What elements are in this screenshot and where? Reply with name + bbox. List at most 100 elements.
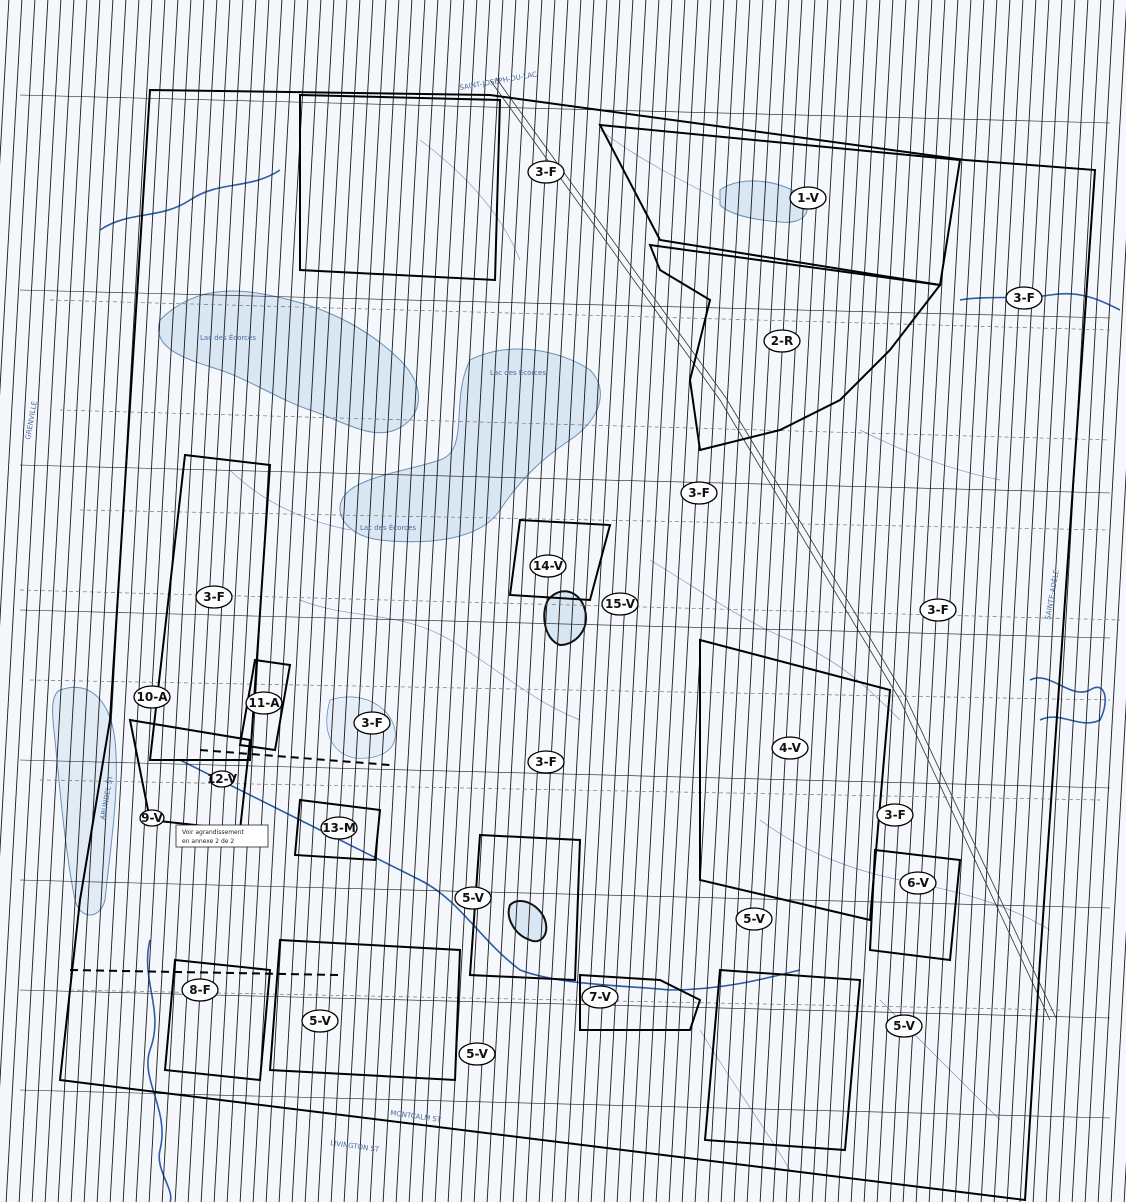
zone-z3f-h[interactable]: 3-F	[876, 803, 914, 827]
boundary-south-block-a	[268, 938, 462, 1082]
zone-ellipse[interactable]	[181, 978, 219, 1002]
annex-note-box[interactable]	[175, 824, 269, 848]
zone-z11a[interactable]: 11-A	[245, 691, 283, 715]
range-line-4	[19, 609, 1111, 639]
zone-z3f-a[interactable]: 3-F	[527, 160, 565, 184]
lot-line	[57, 0, 127, 1202]
zone-z5v-d[interactable]: 5-V	[458, 1042, 496, 1066]
lot-line	[0, 0, 62, 1089]
zone-z5v-a[interactable]: 5-V	[454, 886, 492, 910]
lot-line	[1006, 0, 1076, 1202]
zone-ellipse[interactable]	[320, 816, 358, 840]
zone-ellipse[interactable]	[735, 907, 773, 931]
zone-code: 5-V	[309, 1014, 331, 1028]
lot-line	[863, 0, 933, 1202]
zone-ellipse[interactable]	[919, 598, 957, 622]
lot-line	[655, 0, 725, 1202]
lot-line	[369, 0, 439, 1202]
range-line-2	[19, 289, 1111, 319]
zone-z3f-c[interactable]: 3-F	[680, 481, 718, 505]
zone-ellipse[interactable]	[301, 1009, 339, 1033]
road-7	[69, 989, 1061, 1011]
lot-line	[512, 0, 582, 1202]
zone-z3f-g[interactable]: 3-F	[527, 750, 565, 774]
zone-z5v-c[interactable]: 5-V	[301, 1009, 339, 1033]
zone-z1v[interactable]: 1-V	[789, 186, 827, 210]
stream-3	[229, 469, 351, 531]
boundary-13m	[293, 798, 382, 862]
lot-line	[122, 0, 192, 1202]
stream-2	[649, 559, 901, 721]
zone-z8f[interactable]: 8-F	[181, 978, 219, 1002]
annex-note-line2: en annexe 2 de 2	[182, 838, 234, 845]
outer-boundary	[58, 88, 1097, 1202]
zone-ellipse[interactable]	[899, 871, 937, 895]
zone-ellipse[interactable]	[527, 160, 565, 184]
zone-ellipse[interactable]	[529, 554, 567, 578]
zone-ellipse[interactable]	[139, 809, 165, 827]
highway-line-a	[489, 79, 1051, 1021]
zone-z10a[interactable]: 10-A	[133, 685, 171, 709]
zone-ellipse[interactable]	[601, 592, 639, 616]
annex-note[interactable]: Voir agrandissement en annexe 2 de 2	[175, 824, 269, 848]
zone-z4v[interactable]: 4-V	[771, 736, 809, 760]
stream-5	[599, 129, 721, 201]
lot-line	[395, 0, 465, 1202]
zone-z3f-f[interactable]: 3-F	[353, 711, 391, 735]
zone-z13m[interactable]: 13-M	[320, 816, 358, 840]
zone-code: 3-F	[688, 486, 710, 500]
lake-center	[339, 348, 601, 543]
zone-ellipse[interactable]	[680, 481, 718, 505]
lot-line	[278, 0, 348, 1202]
zone-z14v[interactable]: 14-V	[529, 554, 567, 578]
zone-ellipse[interactable]	[209, 770, 235, 788]
lake-label-east: Lac des Écorces	[360, 523, 416, 532]
zone-code: 12-V	[207, 772, 238, 786]
zone-ellipse[interactable]	[458, 1042, 496, 1066]
range-line-5	[19, 759, 1111, 789]
zone-ellipse[interactable]	[245, 691, 283, 715]
boundary-south-block-b	[468, 833, 582, 982]
zone-ellipse[interactable]	[195, 585, 233, 609]
lot-line	[928, 0, 998, 1202]
zone-code: 3-F	[884, 808, 906, 822]
lot-line	[837, 0, 907, 1202]
zone-ellipse[interactable]	[353, 711, 391, 735]
annex-note-line1: Voir agrandissement	[182, 829, 245, 836]
zone-ellipse[interactable]	[763, 329, 801, 353]
lot-line	[421, 0, 491, 1202]
zone-ellipse[interactable]	[133, 685, 171, 709]
lot-line	[161, 0, 231, 1202]
lot-line	[0, 0, 49, 858]
range-line-1	[19, 94, 1111, 124]
zone-ellipse[interactable]	[789, 186, 827, 210]
zone-z5v-b[interactable]: 5-V	[735, 907, 773, 931]
zone-z3f-d[interactable]: 3-F	[195, 585, 233, 609]
lot-line	[642, 0, 712, 1202]
zone-boundaries	[58, 88, 1097, 1202]
zone-z2r[interactable]: 2-R	[763, 329, 801, 353]
boundary-center-inner	[508, 518, 612, 602]
zone-z5v-e[interactable]: 5-V	[885, 1014, 923, 1038]
lot-line	[616, 0, 686, 1202]
zone-code: 1-V	[797, 191, 819, 205]
zone-z7v[interactable]: 7-V	[581, 985, 619, 1009]
zone-ellipse[interactable]	[454, 886, 492, 910]
zone-z6v[interactable]: 6-V	[899, 871, 937, 895]
zone-ellipse[interactable]	[527, 750, 565, 774]
zone-z3f-b[interactable]: 3-F	[1005, 286, 1043, 310]
lot-line	[18, 0, 88, 1202]
zone-z12v[interactable]: 12-V	[207, 770, 238, 788]
boundary-south-east	[703, 968, 862, 1152]
road-4	[49, 299, 1111, 331]
lot-line	[954, 0, 1024, 1202]
zone-z15v[interactable]: 15-V	[601, 592, 639, 616]
zone-ellipse[interactable]	[581, 985, 619, 1009]
zone-ellipse[interactable]	[771, 736, 809, 760]
zone-ellipse[interactable]	[876, 803, 914, 827]
road-label-east: SAINTE-ADÈLE	[1043, 569, 1061, 620]
zone-z9v[interactable]: 9-V	[139, 809, 165, 827]
zone-ellipse[interactable]	[885, 1014, 923, 1038]
zone-z3f-e[interactable]: 3-F	[919, 598, 957, 622]
zone-ellipse[interactable]	[1005, 286, 1043, 310]
